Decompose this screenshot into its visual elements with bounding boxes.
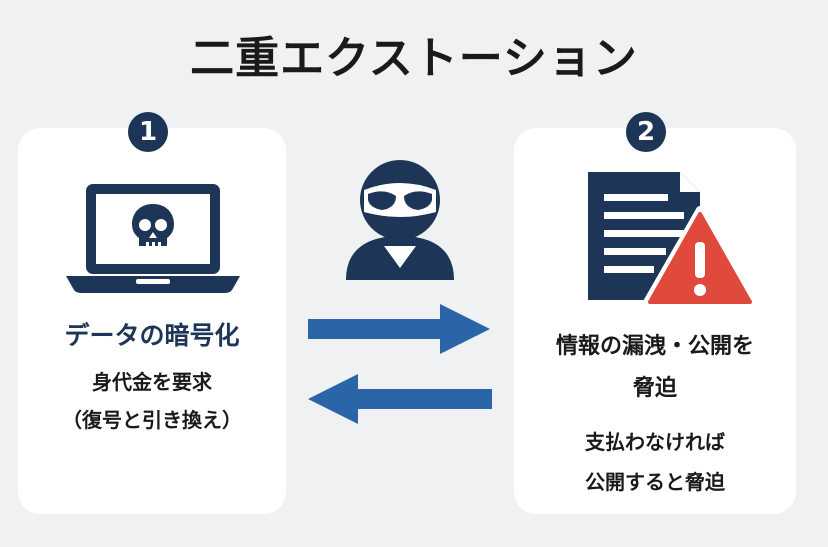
laptop-skull-icon bbox=[66, 184, 240, 293]
encryption-heading: データの暗号化 bbox=[64, 321, 240, 350]
arrow-right-icon bbox=[308, 304, 490, 354]
leak-heading-line2: 脅迫 bbox=[632, 376, 677, 401]
step-badge-1: 1 bbox=[128, 112, 168, 152]
page-title: 二重エクストーション bbox=[190, 33, 638, 84]
arrow-left-icon bbox=[308, 374, 492, 424]
hacker-icon bbox=[346, 160, 454, 280]
leak-heading-line1: 情報の漏洩・公開を bbox=[555, 334, 754, 359]
threat-publish-text: 公開すると脅迫 bbox=[585, 470, 725, 494]
ransom-condition-text: （復号と引き換え） bbox=[62, 408, 242, 432]
step-badge-2: 2 bbox=[626, 112, 666, 152]
document-warning-icon bbox=[588, 172, 756, 308]
ransom-demand-text: 身代金を要求 bbox=[92, 370, 212, 394]
threat-condition-text: 支払わなければ bbox=[585, 430, 725, 454]
